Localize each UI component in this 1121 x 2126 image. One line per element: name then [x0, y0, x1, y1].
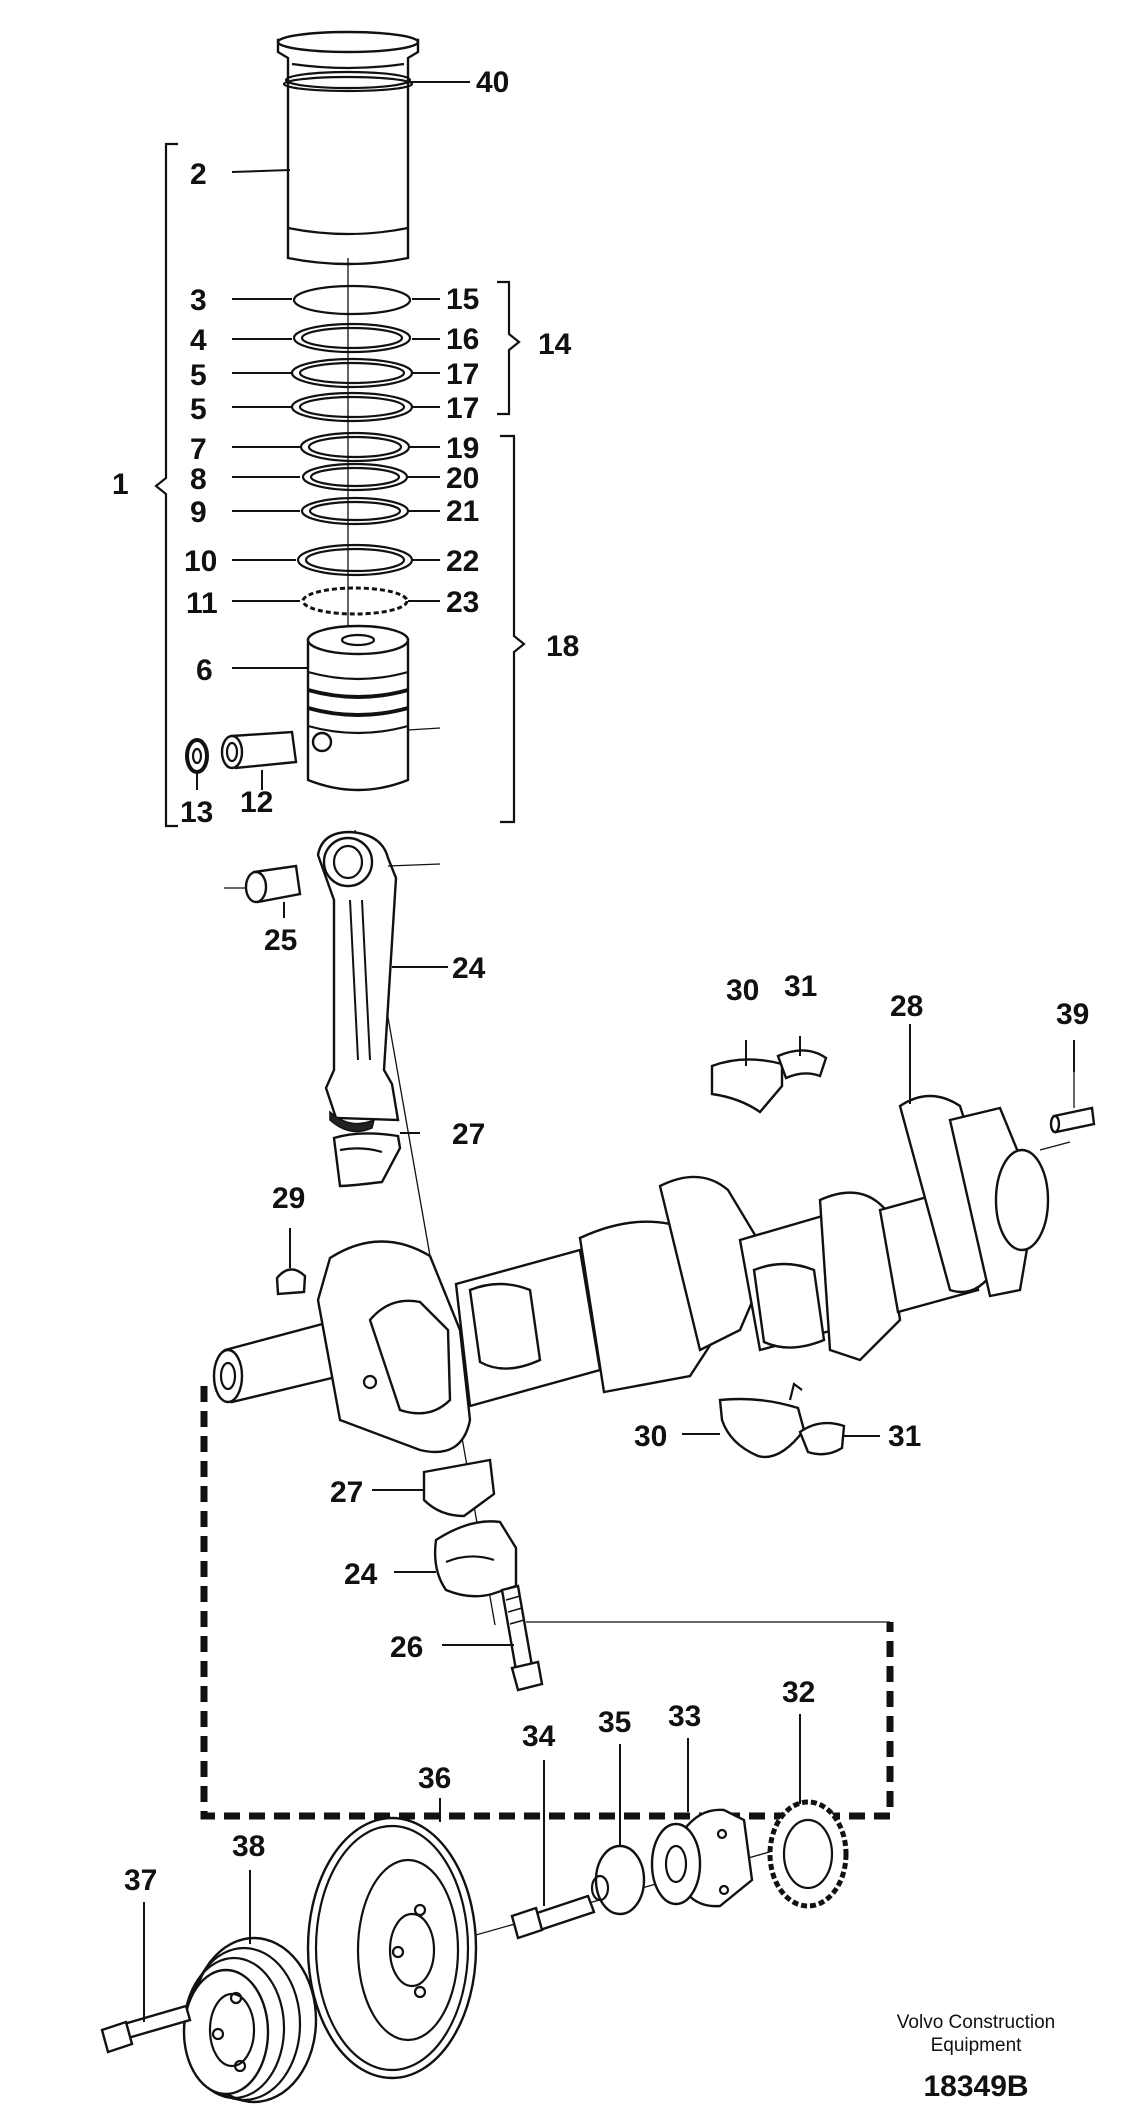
piston-pin [220, 730, 298, 770]
label-28: 28 [890, 990, 923, 1023]
main-bearing-upper [710, 1058, 784, 1114]
label-23: 23 [446, 586, 479, 619]
label-2: 2 [190, 158, 207, 191]
center-bolt [510, 1894, 596, 1940]
assembly-group-bracket [200, 1386, 894, 1820]
label-31-upper: 31 [784, 970, 817, 1003]
label-20: 20 [446, 462, 479, 495]
label-35: 35 [598, 1706, 631, 1739]
thrust-washer-upper [776, 1049, 828, 1080]
label-3: 3 [190, 284, 207, 317]
kit-bracket-1 [154, 142, 178, 828]
label-17a: 17 [446, 358, 479, 391]
label-17b: 17 [446, 392, 479, 425]
leader-lines [143, 81, 1075, 2022]
cylinder-liner [276, 30, 420, 266]
label-19: 19 [446, 432, 479, 465]
label-6: 6 [196, 654, 213, 687]
kit-bracket-18 [500, 434, 526, 824]
label-8: 8 [190, 463, 207, 496]
label-34: 34 [522, 1720, 556, 1753]
woodruff-key [275, 1268, 307, 1296]
main-bearing-lower [718, 1382, 806, 1459]
label-12: 12 [240, 786, 273, 819]
footer: Volvo Construction Equipment 18349B [897, 2012, 1055, 2103]
washer [590, 1844, 646, 1916]
vibration-damper [306, 1816, 478, 2080]
label-24-cap: 24 [344, 1558, 378, 1591]
label-4: 4 [190, 324, 207, 357]
piston-ring-set [290, 284, 414, 616]
crankshaft [212, 1094, 1071, 1454]
label-5b: 5 [190, 393, 207, 426]
label-9: 9 [190, 496, 207, 529]
label-39: 39 [1056, 998, 1089, 1031]
pulley-bolt [100, 2004, 192, 2054]
publisher-name-line2: Equipment [931, 2035, 1023, 2056]
piston [306, 624, 441, 792]
label-27-lower: 27 [330, 1476, 363, 1509]
label-18: 18 [546, 630, 579, 663]
label-24-rod: 24 [452, 952, 486, 985]
label-1: 1 [112, 468, 129, 501]
part-labels: 1 2 3 4 5 5 6 7 8 9 10 11 12 13 14 15 16… [112, 66, 1089, 1897]
belt-pulley [182, 1936, 318, 2104]
label-30-upper: 30 [726, 974, 759, 1007]
label-36: 36 [418, 1762, 451, 1795]
label-40: 40 [476, 66, 509, 99]
publisher-name: Volvo Construction [897, 2012, 1055, 2033]
label-25: 25 [264, 924, 297, 957]
label-31-lower: 31 [888, 1420, 921, 1453]
label-26: 26 [390, 1631, 423, 1664]
label-32: 32 [782, 1676, 815, 1709]
thrust-washer-lower [798, 1421, 846, 1456]
label-10: 10 [184, 545, 217, 578]
label-33: 33 [668, 1700, 701, 1733]
label-15: 15 [446, 283, 479, 316]
drawing-number: 18349B [923, 2070, 1028, 2103]
dowel-pin [1049, 1072, 1096, 1134]
label-13: 13 [180, 796, 213, 829]
label-29: 29 [272, 1182, 305, 1215]
connecting-rod-cap [433, 1520, 518, 1598]
label-38: 38 [232, 1830, 265, 1863]
label-37: 37 [124, 1864, 157, 1897]
label-22: 22 [446, 545, 479, 578]
label-5a: 5 [190, 359, 207, 392]
label-11: 11 [186, 587, 218, 620]
liner-seal-ring [282, 75, 414, 93]
big-end-bearing-lower [422, 1458, 496, 1518]
crankshaft-gear [767, 1799, 849, 1909]
label-7: 7 [190, 433, 207, 466]
big-end-bearing-upper [332, 1132, 402, 1188]
kit-bracket-14 [497, 280, 521, 416]
label-14: 14 [538, 328, 572, 361]
label-30-lower: 30 [634, 1420, 667, 1453]
connecting-rod-bolt [500, 1584, 544, 1692]
label-21: 21 [446, 495, 479, 528]
crankshaft-hub [650, 1808, 754, 1908]
label-27-upper: 27 [452, 1118, 485, 1151]
connecting-rod [316, 830, 441, 1133]
small-end-bushing [224, 864, 302, 904]
piston-pin-circlip [185, 738, 209, 774]
label-16: 16 [446, 323, 479, 356]
